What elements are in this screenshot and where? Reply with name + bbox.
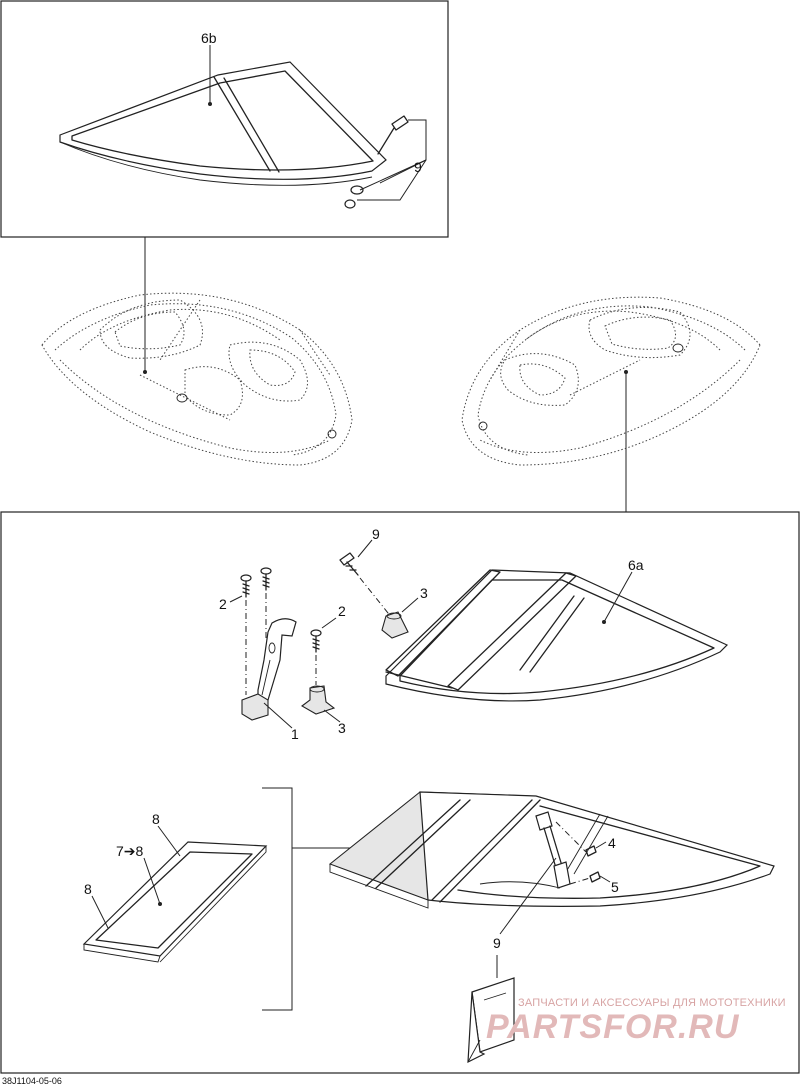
callout-3-bottom: 3 bbox=[338, 720, 346, 736]
screw-9-bottom-inset bbox=[339, 552, 359, 576]
boat-left-view bbox=[41, 292, 353, 466]
callout-1: 1 bbox=[291, 726, 299, 742]
callout-8-top: 8 bbox=[152, 811, 160, 827]
base-3-bottom bbox=[301, 685, 336, 715]
callout-4: 4 bbox=[608, 835, 616, 851]
bracket-1 bbox=[241, 618, 297, 721]
screw-2-left bbox=[240, 567, 272, 598]
callout-7-8: 7➔8 bbox=[116, 843, 144, 859]
callout-8-left: 8 bbox=[84, 881, 92, 897]
windshield-6a bbox=[385, 569, 729, 702]
callout-3-top: 3 bbox=[420, 585, 428, 601]
callout-5: 5 bbox=[611, 879, 619, 895]
base-3-top bbox=[381, 611, 409, 639]
callout-9-top: 9 bbox=[414, 159, 422, 175]
callout-6a: 6a bbox=[628, 557, 644, 573]
watermark-logo: PARTSFOR.RU bbox=[486, 1008, 740, 1046]
watermark-line1: ЗАПЧАСТИ И АКСЕССУАРЫ ДЛЯ МОТОТЕХНИКИ bbox=[518, 997, 786, 1009]
windshield-6b bbox=[59, 61, 387, 186]
callout-9-bottom: 9 bbox=[493, 935, 501, 951]
screw-4 bbox=[585, 845, 597, 857]
windshield-frame-assembly bbox=[328, 791, 775, 909]
callout-2-right: 2 bbox=[338, 603, 346, 619]
screw-2-right bbox=[310, 629, 322, 653]
inset-frame-bottom bbox=[0, 511, 800, 1074]
hardware-9-top bbox=[344, 115, 409, 209]
boat-right-view bbox=[461, 296, 761, 466]
callout-9-screw: 9 bbox=[372, 526, 380, 542]
side-panel-frame bbox=[82, 841, 268, 963]
group-bracket bbox=[262, 787, 293, 1011]
inset-frame-top bbox=[0, 0, 449, 238]
sealant-tube-9 bbox=[467, 977, 515, 1063]
drawing-code: 38J1104-05-06 bbox=[2, 1076, 62, 1086]
screw-5 bbox=[589, 871, 601, 883]
callout-6b: 6b bbox=[201, 30, 217, 46]
support-rod bbox=[535, 811, 571, 889]
callout-2-left: 2 bbox=[219, 596, 227, 612]
